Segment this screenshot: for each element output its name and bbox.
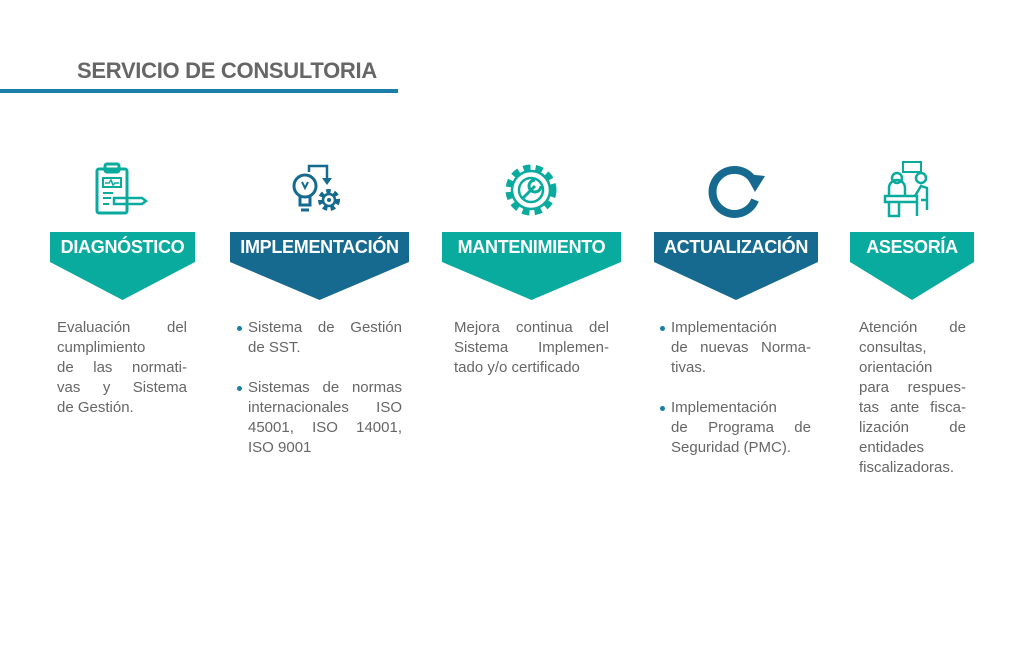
clipboard-pen-icon <box>50 160 195 222</box>
consultation-icon <box>850 160 974 222</box>
text-line: de SST. <box>248 339 301 356</box>
paragraph: Atención de consultas, orientación para res… <box>859 318 966 478</box>
service-label: MANTENIMIENTO <box>457 237 606 257</box>
service-label: DIAGNÓSTICO <box>60 237 185 257</box>
paragraph: Evaluación del cumplimiento de las normati… <box>57 318 187 418</box>
text-line: Sistemas de normas <box>248 379 402 396</box>
text-line: tado y/o certificado <box>454 359 580 376</box>
text-line: Mejora continua del <box>454 319 609 336</box>
service-description: Sistema de Gestión de SST. Sistemas de nor… <box>237 318 402 458</box>
bullet-item: Sistema de Gestión de SST. <box>237 318 402 358</box>
text-line: de Programa de <box>671 419 811 436</box>
text-line: Implementación <box>671 319 777 336</box>
service-description: Atención de consultas, orientación para res… <box>859 318 966 478</box>
bullet-item: Sistemas de normas internacionales ISO 450… <box>237 378 402 458</box>
service-label: IMPLEMENTACIÓN <box>240 237 399 257</box>
service-banner: ACTUALIZACIÓN <box>654 232 818 300</box>
text-line: cumplimiento <box>57 339 146 356</box>
text-line: tivas. <box>671 359 707 376</box>
page-title: SERVICIO DE CONSULTORIA <box>77 58 377 83</box>
service-banner: IMPLEMENTACIÓN <box>230 232 409 300</box>
text-line: de nuevas Norma- <box>671 339 811 356</box>
refresh-icon <box>654 160 818 222</box>
text-line: fiscalizadoras. <box>859 459 955 476</box>
service-banner: ASESORÍA <box>850 232 974 300</box>
service-banner: DIAGNÓSTICO <box>50 232 195 300</box>
text-line: de las normati- <box>57 359 187 376</box>
text-line: lización de <box>859 419 966 436</box>
text-line: entidades <box>859 439 925 456</box>
bullet-item: Implementación de Programa de Seguridad (P… <box>660 398 811 458</box>
service-label: ACTUALIZACIÓN <box>663 237 809 257</box>
text-line: ISO 9001 <box>248 439 312 456</box>
service-description: Evaluación del cumplimiento de las normati… <box>57 318 187 418</box>
text-line: Seguridad (PMC). <box>671 439 792 456</box>
text-line: internacionales ISO <box>248 399 402 416</box>
text-line: Evaluación del <box>57 319 187 336</box>
text-line: Implementación <box>671 399 777 416</box>
text-line: consultas, <box>859 339 927 356</box>
lightbulb-gear-icon <box>230 160 409 222</box>
text-line: de Gestión. <box>57 399 134 416</box>
title-underline <box>0 89 398 93</box>
text-line: vas y Sistema <box>57 379 187 396</box>
service-banner: MANTENIMIENTO <box>442 232 621 300</box>
gear-wrench-icon <box>442 160 621 222</box>
bullet-item: Implementación de nuevas Norma-tivas. <box>660 318 811 378</box>
text-line: para respues- <box>859 379 966 396</box>
text-line: orientación <box>859 359 933 376</box>
text-line: Sistema Implemen- <box>454 339 609 356</box>
service-label: ASESORÍA <box>866 237 958 257</box>
text-line: 45001, ISO 14001, <box>248 419 402 436</box>
text-line: Atención de <box>859 319 966 336</box>
text-line: Sistema de Gestión <box>248 319 402 336</box>
text-line: tas ante fisca- <box>859 399 966 416</box>
